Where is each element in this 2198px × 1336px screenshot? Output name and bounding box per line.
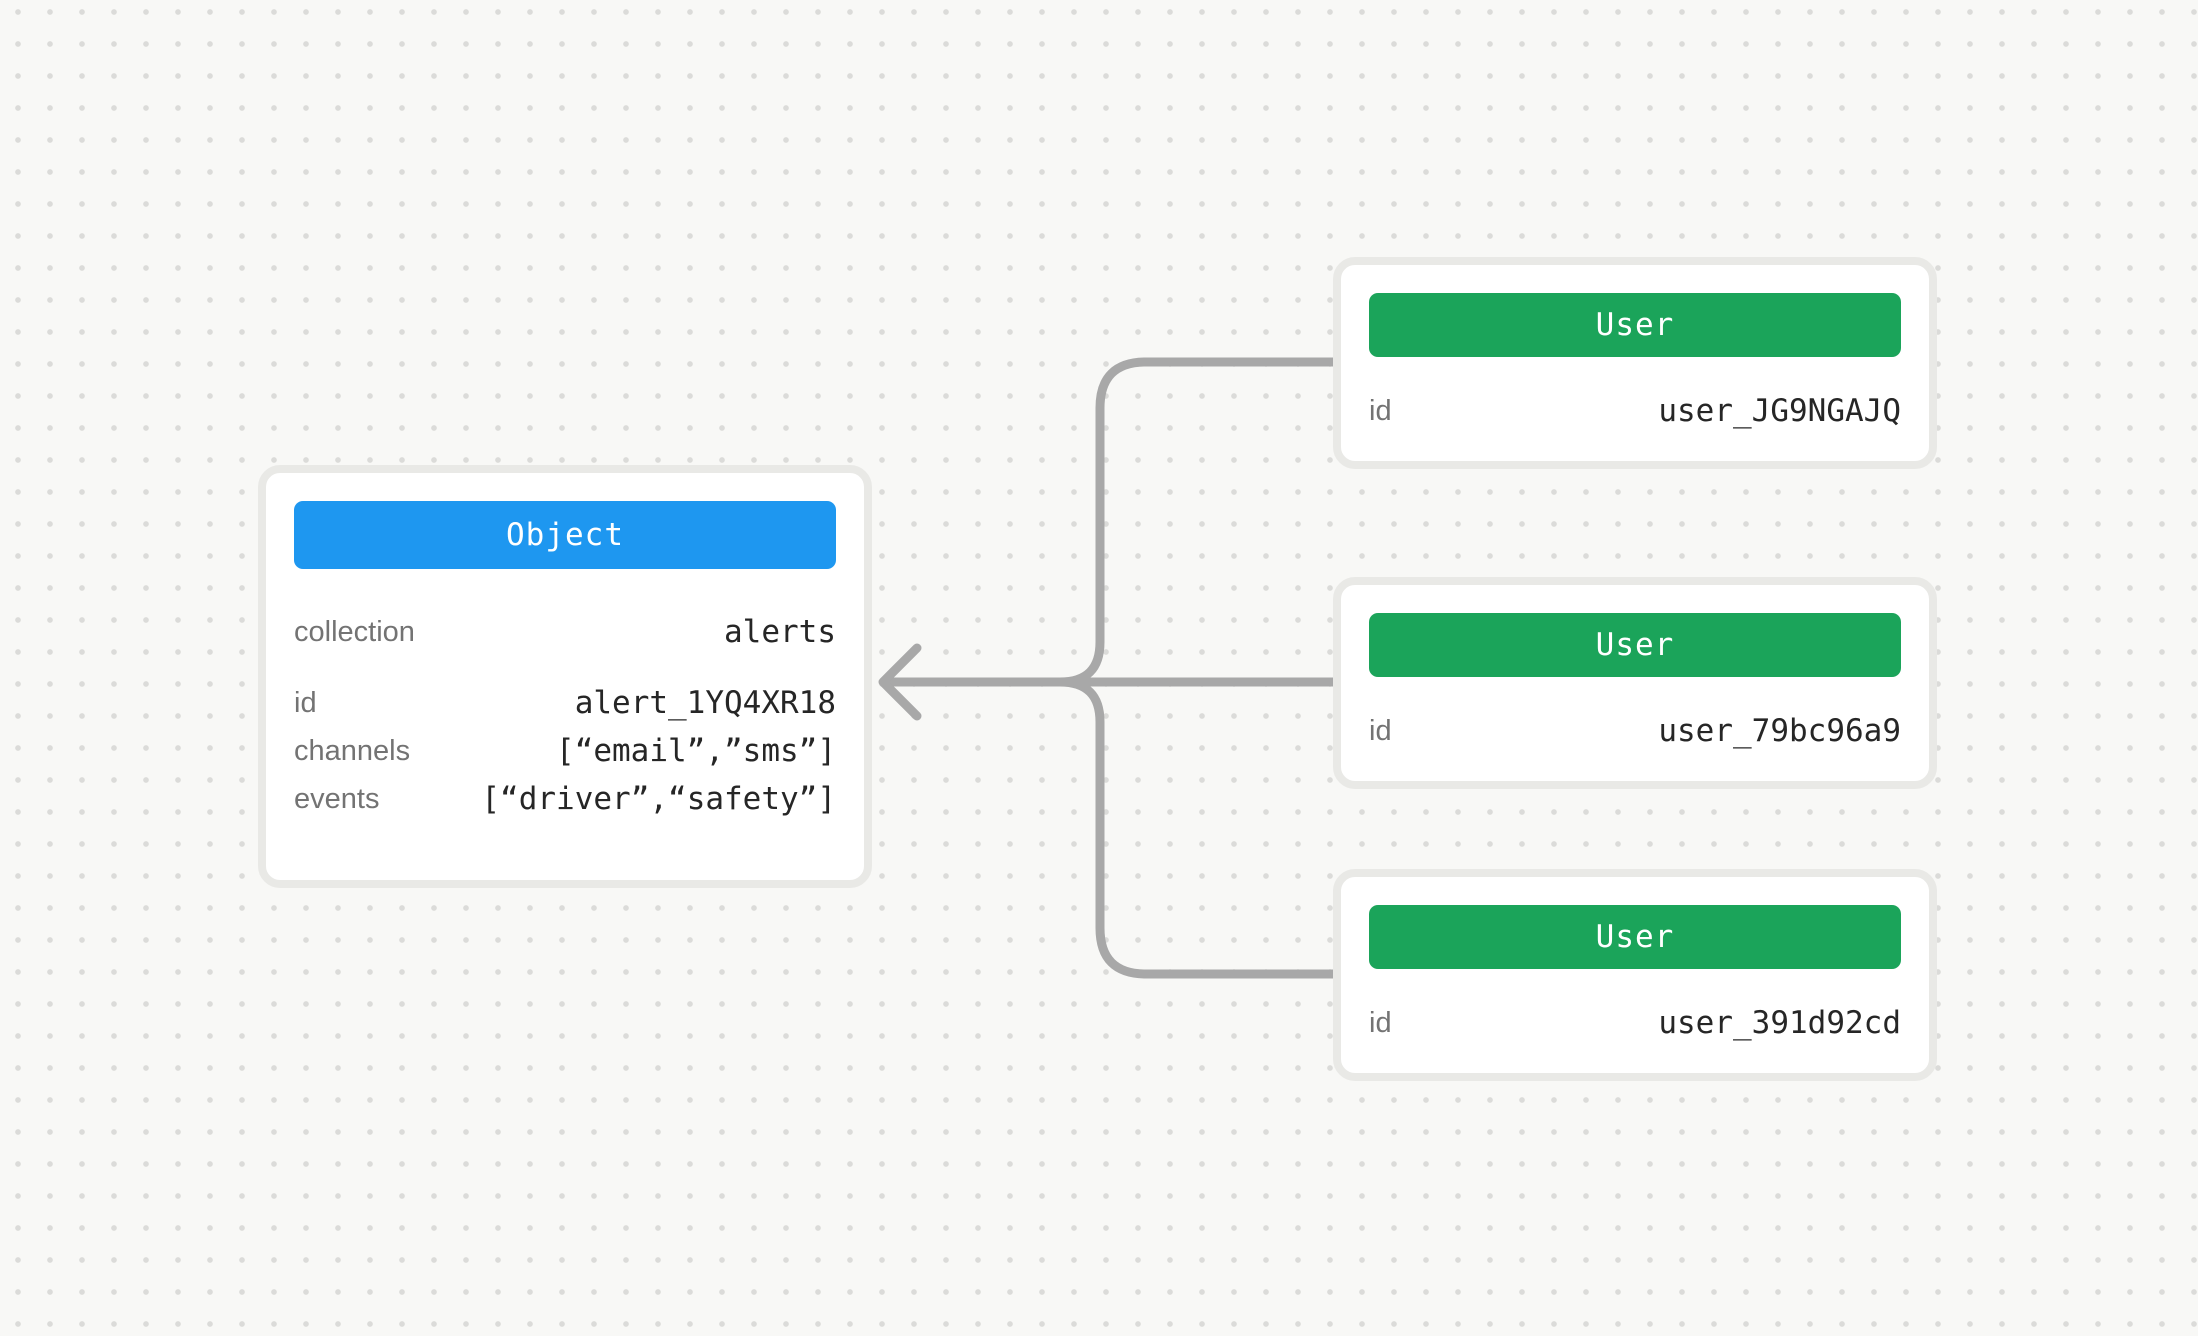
connector-top-branch	[1055, 357, 1340, 687]
arrow-left-icon	[878, 643, 922, 721]
object-card-header: Object	[294, 501, 836, 569]
user-card-header: User	[1369, 905, 1901, 969]
field-row-collection: collection alerts	[294, 611, 836, 653]
user-node-card-2[interactable]: User id user_79bc96a9	[1333, 577, 1937, 789]
field-value: user_391d92cd	[1658, 1005, 1901, 1041]
object-card-title: Object	[506, 517, 624, 553]
field-value: user_79bc96a9	[1658, 713, 1901, 749]
field-row-id: id alert_1YQ4XR18	[294, 679, 836, 727]
user-card-title: User	[1595, 919, 1675, 955]
field-label: collection	[294, 615, 415, 648]
field-label: channels	[294, 734, 411, 767]
user-node-card-3[interactable]: User id user_391d92cd	[1333, 869, 1937, 1081]
object-field-group: id alert_1YQ4XR18 channels [“email”,”sms…	[294, 679, 836, 823]
field-row-channels: channels [“email”,”sms”]	[294, 727, 836, 775]
object-node-card[interactable]: Object collection alerts id alert_1YQ4XR…	[258, 465, 872, 888]
user-card-header: User	[1369, 613, 1901, 677]
field-value: [“email”,”sms”]	[556, 733, 836, 769]
field-label: events	[294, 782, 380, 815]
field-label: id	[294, 686, 317, 719]
user-card-title: User	[1595, 627, 1675, 663]
user-card-title: User	[1595, 307, 1675, 343]
connector-bottom-branch	[1055, 677, 1340, 979]
user-card-header: User	[1369, 293, 1901, 357]
user-node-card-1[interactable]: User id user_JG9NGAJQ	[1333, 257, 1937, 469]
field-row-id: id user_391d92cd	[1369, 1003, 1901, 1043]
field-value: user_JG9NGAJQ	[1658, 393, 1901, 429]
field-label: id	[1369, 1006, 1392, 1039]
field-value: alert_1YQ4XR18	[574, 685, 836, 721]
field-value: [“driver”,“safety”]	[481, 781, 836, 817]
field-value: alerts	[724, 614, 836, 650]
field-row-id: id user_79bc96a9	[1369, 711, 1901, 751]
field-label: id	[1369, 394, 1392, 427]
field-row-id: id user_JG9NGAJQ	[1369, 391, 1901, 431]
field-row-events: events [“driver”,“safety”]	[294, 775, 836, 823]
field-label: id	[1369, 714, 1392, 747]
